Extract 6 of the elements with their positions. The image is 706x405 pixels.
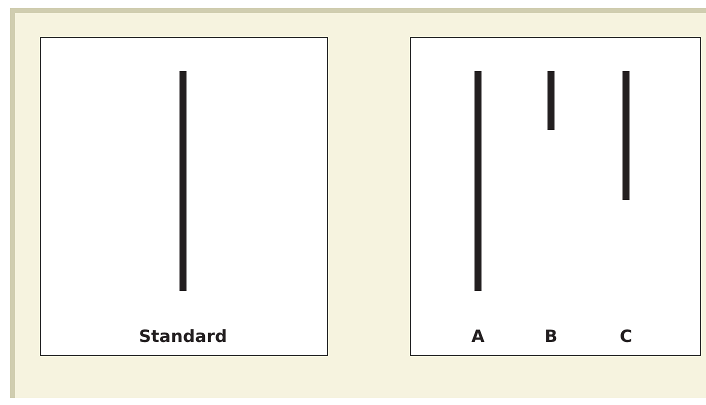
line-label: Standard	[138, 327, 228, 347]
card	[40, 37, 328, 356]
line-label: C	[620, 327, 632, 347]
card	[410, 37, 701, 356]
line-label: A	[471, 327, 485, 347]
line-label: B	[544, 327, 558, 347]
